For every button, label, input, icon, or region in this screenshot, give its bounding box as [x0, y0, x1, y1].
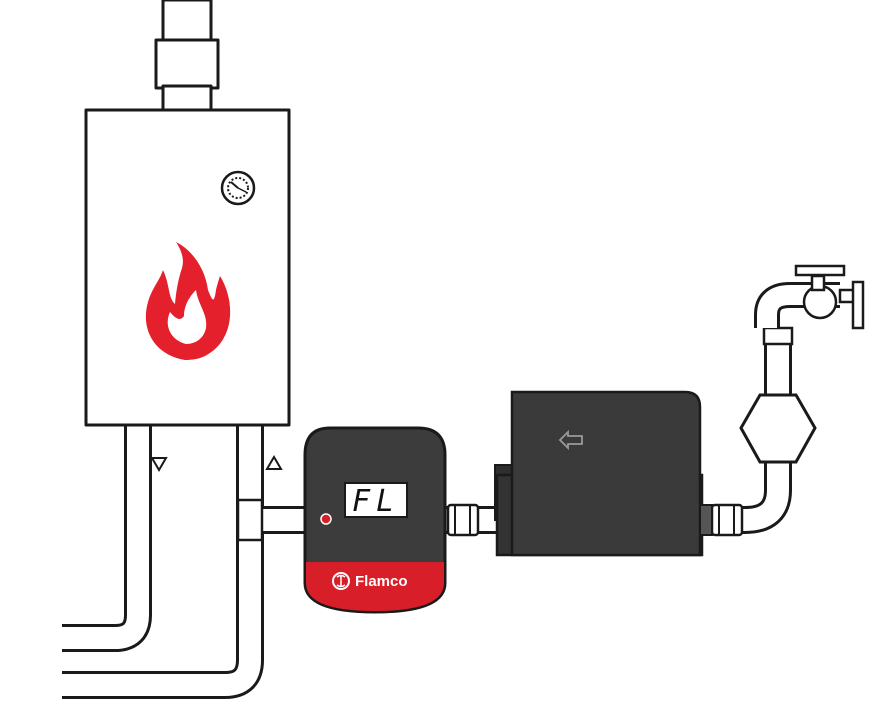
lcd-screen: FL — [344, 482, 408, 519]
flame-icon — [145, 242, 231, 360]
pressure-gauge-icon — [220, 170, 256, 206]
hex-fitting-right — [710, 503, 744, 537]
filter-unit — [494, 390, 713, 557]
boiler-pipes — [62, 425, 305, 699]
arrow-left-icon — [558, 429, 583, 451]
hex-fitting-left — [446, 503, 480, 537]
display-code: FL — [352, 484, 400, 519]
display-device — [303, 426, 447, 614]
triangle-up-icon — [265, 455, 283, 470]
brand-name: Flamco — [355, 573, 408, 590]
triangle-down-icon — [150, 457, 168, 472]
water-tap-icon — [754, 264, 865, 346]
brand-logo: Flamco — [332, 572, 408, 590]
status-led — [320, 513, 332, 525]
hex-valve — [739, 393, 817, 464]
flue-pipe — [154, 0, 220, 114]
